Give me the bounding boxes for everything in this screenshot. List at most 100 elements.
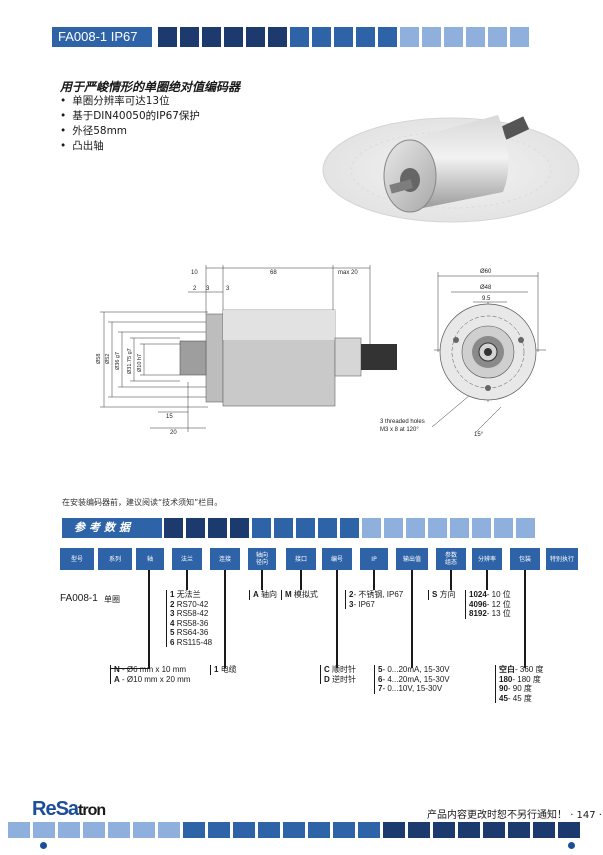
feature-item: 单圈分辨率可达13位 [60,94,200,109]
decor-square [558,822,580,838]
shaft-line [110,668,150,669]
decor-square [428,518,447,538]
code-header-model: 型号 [60,548,94,570]
decor-square [508,822,530,838]
holes-note-1: 3 threaded holes [380,419,425,425]
decor-square [356,27,375,47]
decor-square [384,518,403,538]
code-header-output: 输出值 [396,548,428,570]
decor-square [283,822,305,838]
code-header-param: 参数 组态 [436,548,466,570]
decor-square [230,518,249,538]
code-header-interface: 接口 [286,548,316,570]
dim-20: 20 [170,430,177,436]
connector-ip [373,570,375,590]
header-squares [158,27,529,47]
reference-squares [164,518,535,538]
connector-number [336,570,338,668]
feature-item: 基于DIN40050的IP67保护 [60,109,200,124]
connector-packaging [524,570,526,668]
dim-9-5: 9.5 [482,296,491,302]
dim-68: 68 [270,270,277,276]
decor-square [202,27,221,47]
feature-item: 外径58mm [60,124,200,139]
decor-square [334,27,353,47]
footer-squares [8,822,580,838]
code-header-special: 特别执行 [546,548,578,570]
decor-square [450,518,469,538]
dim-max20: max 20 [338,270,358,276]
dim-dia60: Ø60 [480,269,492,275]
decor-square [458,822,480,838]
decor-square [158,27,177,47]
decor-square [362,518,381,538]
reference-title: 参考数据 [62,518,162,538]
decor-square [516,518,535,538]
connector-shaft [148,570,150,668]
decor-square [466,27,485,47]
interface-option: M 模拟式 [281,590,318,600]
decor-square [158,822,180,838]
model-value: FA008-1 [60,593,98,604]
decor-square [224,27,243,47]
param-option: S 方向 [428,590,456,600]
dim-15: 15 [166,414,173,420]
decor-square [186,518,205,538]
dim-10: 10 [191,270,198,276]
decor-square [233,822,255,838]
dim-dia10: Ø10 h7 [137,354,143,372]
resatron-logo: ReSatron [32,798,106,820]
dim-dia52: Ø52 [105,354,111,364]
decor-square [408,822,430,838]
feature-list: 单圈分辨率可达13位 基于DIN40050的IP67保护 外径58mm 凸出轴 [60,94,200,154]
decor-square [318,518,337,538]
decor-square [58,822,80,838]
output-options: 5- 0...20mA, 15-30V 6- 4...20mA, 15-30V … [374,665,450,694]
dim-dia36: Ø36 g7 [115,352,121,370]
connector-flange [186,570,188,590]
decor-square [208,822,230,838]
decor-square [433,822,455,838]
angle-15: 15° [474,432,484,438]
decor-square [133,822,155,838]
decor-square [33,822,55,838]
decor-square [312,27,331,47]
encoder-photo [322,115,580,223]
connector-resolution [486,570,488,590]
code-header-resolution: 分辨率 [472,548,502,570]
decor-square [290,27,309,47]
direction-options: C 顺时针 D 逆时针 [320,665,356,684]
connector-interface [300,570,302,590]
ip-options: 2- 不锈钢, IP67 3- IP67 [345,590,403,609]
decor-square [208,518,227,538]
decor-square [164,518,183,538]
decor-square [483,822,505,838]
decor-square [494,518,513,538]
decor-square [274,518,293,538]
dim-3a: 3 [206,286,210,292]
decor-square [83,822,105,838]
connector-connection [224,570,226,668]
footer-dot-right [568,842,575,849]
code-header-series: 系列 [98,548,132,570]
decor-square [246,27,265,47]
decor-square [444,27,463,47]
decor-square [340,518,359,538]
code-header-shaft: 轴 [136,548,164,570]
code-header-axial: 轴向 径向 [248,548,276,570]
decor-square [108,822,130,838]
decor-square [383,822,405,838]
decor-square [400,27,419,47]
code-header-connection: 连接 [210,548,240,570]
decor-square [533,822,555,838]
front-view-drawing: Ø60 Ø48 9.5 3 threaded holes M3 x 8 at 1… [380,269,546,438]
feature-item: 凸出轴 [60,139,200,154]
product-headline: 用于严峻情形的单圈绝对值编码器 [60,80,241,94]
axial-option: A 轴向 [249,590,277,600]
connector-param [450,570,452,590]
shaft-options: N - Ø6 mm x 10 mm A - Ø10 mm x 20 mm [110,665,190,684]
dim-dia3175: Ø31.75 g7 [127,348,133,374]
connection-option: 1 电缆 [210,665,237,675]
footer-notice: 产品内容更改时恕不另行通知！ · 147 · [427,810,602,821]
decor-square [406,518,425,538]
